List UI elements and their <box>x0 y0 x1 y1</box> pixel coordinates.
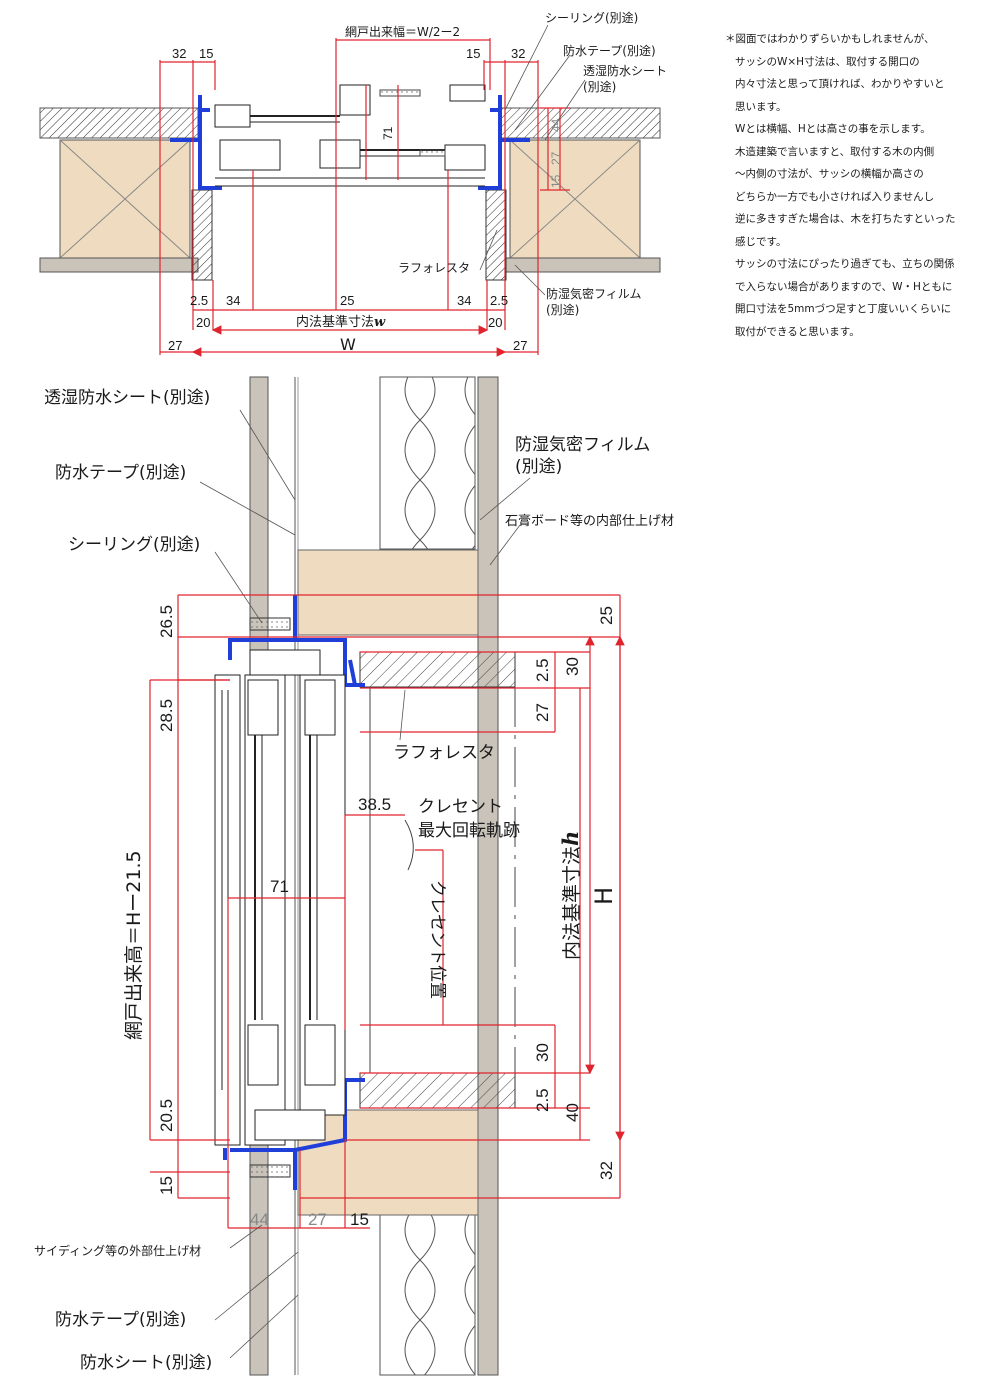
sec-dim-26-5: 26.5 <box>157 605 176 638</box>
top-lath <box>359 651 516 688</box>
plan-dim-34-right: 34 <box>457 293 471 308</box>
sec-dim-15: 15 <box>157 1176 176 1195</box>
sec-label-gypsum: 石膏ボード等の内部仕上げ材 <box>505 513 674 529</box>
sec-dim-28-5: 28.5 <box>157 699 176 732</box>
sec-label-sealing: シーリング(別途) <box>68 535 200 555</box>
note-line: Wとは横幅、Hとは高さの事を示します。 <box>735 123 931 135</box>
bottom-lath <box>359 1072 516 1109</box>
plan-label-screen-width: 網戸出来幅＝W/2ー2 <box>345 24 460 39</box>
sec-label-H: H <box>590 887 618 905</box>
gypsum-board <box>477 376 499 1376</box>
plan-label-lath: ラフォレスタ <box>398 261 470 275</box>
plan-label-moisture-sheet: 透湿防水シート <box>583 63 667 78</box>
sec-dim-40: 40 <box>563 1103 582 1122</box>
sec-label-waterproof-sheet-bottom: 防水シート(別途) <box>80 1353 212 1373</box>
note-line: 取付ができると思います。 <box>735 325 860 338</box>
plan-label-W: W <box>340 335 356 354</box>
plan-dim-27-left: 27 <box>168 338 182 353</box>
sec-dim-25-top: 25 <box>597 606 616 625</box>
sec-dim-44: 44 <box>250 1210 269 1229</box>
plan-dim-44: 44 <box>549 118 563 132</box>
right-wall-finish <box>499 107 661 139</box>
sec-dim-71: 71 <box>270 877 289 896</box>
plan-dim-20-right: 20 <box>488 315 502 330</box>
sec-label-crescent-1: クレセント <box>418 797 503 817</box>
sec-dim-30-a: 30 <box>563 657 582 676</box>
plan-dim-15: 15 <box>549 174 563 188</box>
top-wood-block <box>297 549 479 636</box>
note-line: で入らない場合がありますので、W・Hともに <box>735 280 953 293</box>
note-line: 思います。 <box>735 100 787 113</box>
plan-label-sealing: シーリング(別途) <box>545 10 638 25</box>
note-line: 逆に多きすぎた場合は、木を打ちたすといった <box>735 213 956 225</box>
explanation-note: ＊図面ではわかりずらいかもしれませんが、 サッシのW×H寸法は、取付する開口の … <box>725 28 990 343</box>
plan-dim-15-right: 15 <box>466 46 480 61</box>
section-dimension-lines <box>149 594 625 1229</box>
note-line: 感じです。 <box>735 235 787 248</box>
plan-dim-15-left: 15 <box>199 46 213 61</box>
sec-label-siding: サイディング等の外部仕上げ材 <box>34 1243 201 1258</box>
plan-label-moisture-sheet-2: (別途) <box>583 79 616 94</box>
sec-dim-27: 27 <box>533 703 552 722</box>
left-lath <box>191 189 213 281</box>
sec-label-waterproof-tape-bottom: 防水テープ(別途) <box>55 1310 186 1330</box>
plan-section <box>39 24 661 357</box>
plan-dim-34-left: 34 <box>226 293 240 308</box>
plan-dim-27: 27 <box>549 151 563 165</box>
note-line: どちらか一方でも小さければ入りませんし <box>735 190 935 203</box>
note-line: ～内側の寸法が、サッシの横幅か高さの <box>735 168 924 180</box>
sec-dim-27-b: 27 <box>308 1210 327 1229</box>
plan-label-vapor-film-2: (別途) <box>546 302 579 317</box>
sec-dim-38-5: 38.5 <box>358 795 391 814</box>
plan-dim-20-left: 20 <box>196 315 210 330</box>
sec-label-crescent-2: 最大回転軌跡 <box>418 821 520 841</box>
plan-dim-2-5-right: 2.5 <box>490 293 508 308</box>
sec-dim-15-b: 15 <box>350 1210 369 1229</box>
sec-dim-32: 32 <box>597 1161 616 1180</box>
plan-label-vapor-film: 防湿気密フィルム <box>546 286 642 301</box>
plan-label-waterproof-tape: 防水テープ(別途) <box>563 43 656 58</box>
left-wall-finish <box>39 107 199 139</box>
plan-dim-27-right: 27 <box>513 338 527 353</box>
note-line: サッシのW×H寸法は、取付する開口の <box>735 55 920 68</box>
vertical-section <box>149 376 625 1376</box>
note-line: 木造建築で言いますと、取付する木の内側 <box>735 145 935 158</box>
plan-dim-25: 25 <box>340 293 354 308</box>
sec-dim-30-b: 30 <box>533 1043 552 1062</box>
sec-label-screen-height: 網戸出来高＝Hー21.5 <box>123 850 145 1040</box>
note-line: サッシの寸法にぴったり過ぎても、立ちの関係 <box>735 258 955 270</box>
sec-label-inner-height: 内法基準寸法h <box>558 831 583 960</box>
sec-dim-2-5-b: 2.5 <box>533 1088 552 1112</box>
right-lath <box>485 189 507 281</box>
sec-label-moisture-sheet: 透湿防水シート(別途) <box>44 388 210 408</box>
plan-dim-32-left: 32 <box>172 46 186 61</box>
note-line: 開口寸法を5mmづつ足すと丁度いいくらいに <box>735 303 952 315</box>
sec-label-vapor-film-2: (別途) <box>515 457 562 477</box>
note-line: ＊図面ではわかりずらいかもしれませんが、 <box>725 33 935 45</box>
plan-dimension-lines <box>159 38 570 357</box>
sec-label-crescent-pos: クレセント位置 <box>427 880 447 999</box>
plan-dim-71: 71 <box>381 126 395 140</box>
note-line: 内々寸法と思って頂ければ、わかりやすいと <box>735 78 945 90</box>
plan-label-inner-width: 内法基準寸法w <box>296 314 386 330</box>
sec-label-lath: ラフォレスタ <box>393 743 495 763</box>
sec-label-vapor-film: 防湿気密フィルム <box>515 435 650 455</box>
sec-dim-20-5: 20.5 <box>157 1099 176 1132</box>
sec-dim-2-5-a: 2.5 <box>533 658 552 682</box>
sec-label-waterproof-tape: 防水テープ(別途) <box>55 463 186 483</box>
plan-dim-32-right: 32 <box>511 46 525 61</box>
plan-dim-2-5-left: 2.5 <box>190 293 208 308</box>
